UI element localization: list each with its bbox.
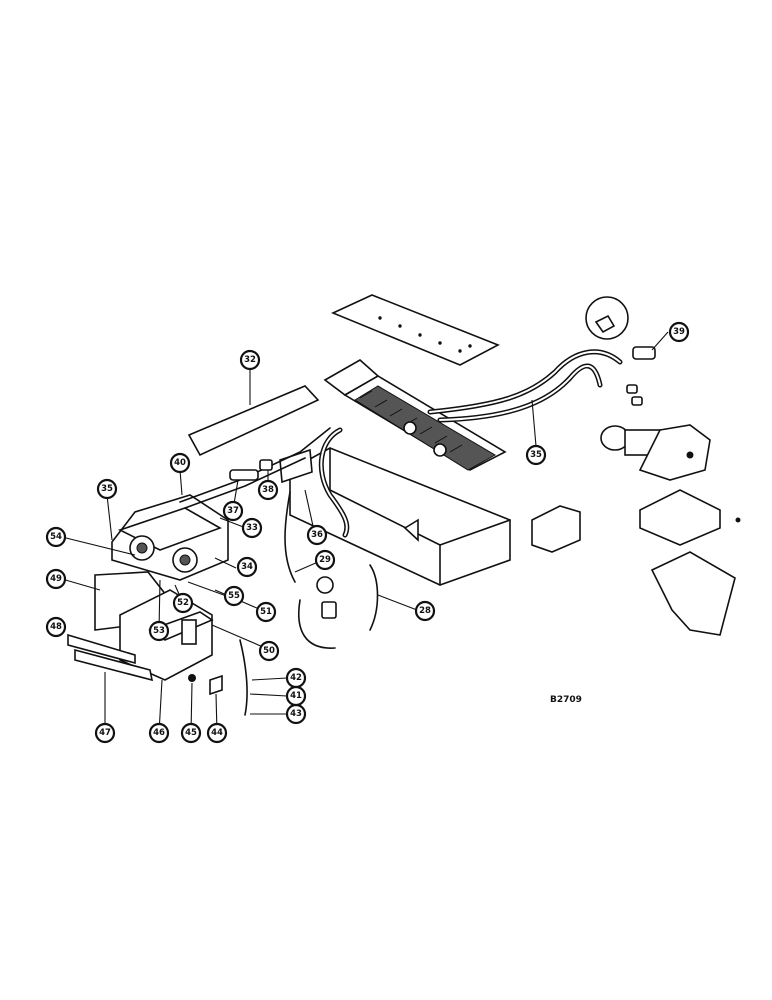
- callout-41: 41: [285, 685, 307, 707]
- svg-text:43: 43: [290, 709, 302, 719]
- svg-text:44: 44: [211, 728, 223, 738]
- wiring-harness: [239, 491, 379, 716]
- callout-33: 33: [241, 517, 263, 539]
- heater-hoses: [318, 349, 623, 538]
- callout-40: 40: [169, 452, 191, 474]
- svg-text:42: 42: [290, 673, 302, 683]
- heater-core: [323, 359, 507, 471]
- svg-text:51: 51: [260, 607, 272, 617]
- svg-text:55: 55: [228, 591, 240, 601]
- callout-46: 46: [148, 722, 170, 744]
- callout-34: 34: [236, 556, 258, 578]
- top-cover-panel: [330, 294, 500, 366]
- callout-54: 54: [45, 526, 67, 548]
- svg-text:39: 39: [673, 327, 685, 337]
- callout-32: 32: [239, 349, 261, 371]
- svg-text:48: 48: [50, 622, 62, 632]
- callout-36: 36: [306, 524, 328, 546]
- mounting-bracket-right: [531, 489, 741, 636]
- svg-text:40: 40: [174, 458, 186, 468]
- callout-47: 47: [94, 722, 116, 744]
- baffle-panel: [187, 385, 320, 457]
- callout-50: 50: [258, 640, 280, 662]
- heater-tubes: [179, 427, 331, 509]
- callout-43: 43: [285, 703, 307, 725]
- valve-detail: [585, 296, 656, 406]
- callout-52: 52: [172, 592, 194, 614]
- svg-text:41: 41: [290, 691, 302, 701]
- mounting-frame: [67, 571, 214, 682]
- svg-text:38: 38: [262, 485, 274, 495]
- svg-text:49: 49: [50, 574, 62, 584]
- callout-48: 48: [45, 616, 67, 638]
- heater-housing-tray: [279, 447, 511, 586]
- svg-text:28: 28: [419, 606, 431, 616]
- callout-44: 44: [206, 722, 228, 744]
- callout-38: 38: [257, 479, 279, 501]
- svg-text:54: 54: [50, 532, 62, 542]
- svg-text:53: 53: [153, 626, 165, 636]
- svg-text:35: 35: [101, 484, 113, 494]
- blower-housing: [111, 494, 229, 581]
- callout-53: 53: [148, 620, 170, 642]
- svg-text:32: 32: [244, 355, 256, 365]
- figure-id: B2709: [550, 695, 582, 705]
- callout-29: 29: [314, 549, 336, 571]
- svg-text:50: 50: [263, 646, 275, 656]
- svg-text:33: 33: [246, 523, 258, 533]
- svg-text:34: 34: [241, 562, 253, 572]
- callout-45: 45: [180, 722, 202, 744]
- svg-text:46: 46: [153, 728, 165, 738]
- svg-text:37: 37: [227, 506, 239, 516]
- callout-35-left: 35: [96, 478, 118, 500]
- callout-37: 37: [222, 500, 244, 522]
- callout-55: 55: [223, 585, 245, 607]
- svg-text:52: 52: [177, 598, 189, 608]
- callout-51: 51: [255, 601, 277, 623]
- svg-text:47: 47: [99, 728, 111, 738]
- callout-35-right: 35: [525, 444, 547, 466]
- callout-49: 49: [45, 568, 67, 590]
- svg-text:45: 45: [185, 728, 197, 738]
- svg-text:35: 35: [530, 450, 542, 460]
- svg-text:29: 29: [319, 555, 331, 565]
- callout-39: 39: [668, 321, 690, 343]
- water-valve-motor: [600, 424, 711, 481]
- small-hardware: [188, 674, 223, 696]
- callout-42: 42: [285, 667, 307, 689]
- callout-28: 28: [414, 600, 436, 622]
- svg-text:36: 36: [311, 530, 323, 540]
